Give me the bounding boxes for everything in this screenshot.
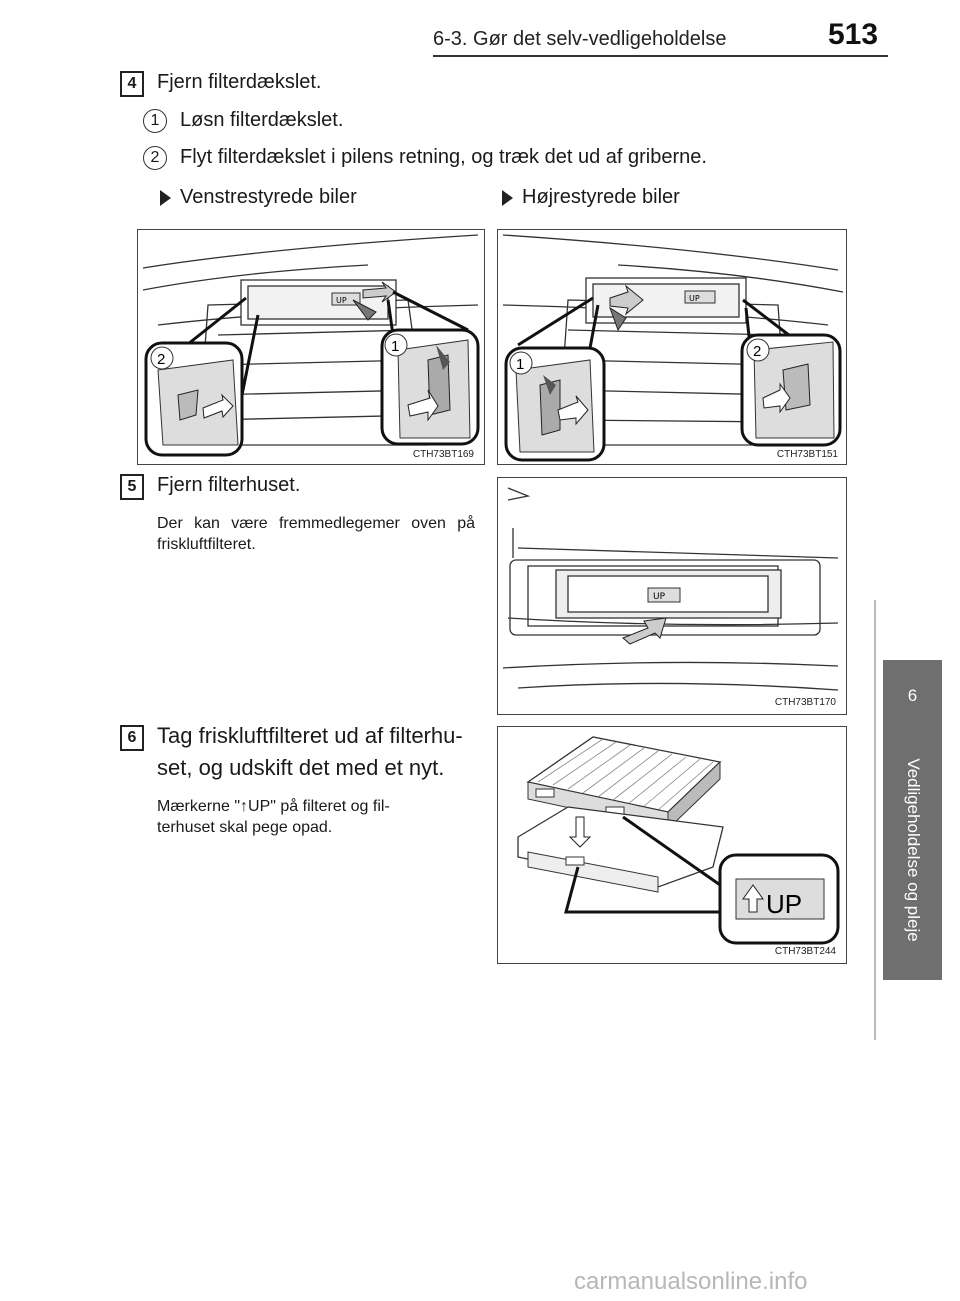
- fresh-air-filter-figure: UP CTH73BT244: [497, 726, 847, 964]
- figure-code: CTH73BT151: [776, 449, 838, 460]
- up-mark-label: UP: [766, 889, 802, 919]
- chapter-tab[interactable]: 6 Vedligeholdelse og pleje: [883, 660, 942, 980]
- bullet-triangle-icon: [502, 190, 513, 206]
- lhd-filter-cover-figure: UP 2 1 CTH73BT169: [137, 229, 485, 465]
- filter-housing-figure: UP CTH73BT170: [497, 477, 847, 715]
- rhd-filter-cover-illustration: UP 1 2: [502, 234, 844, 462]
- substep-1-text: Løsn filterdækslet.: [180, 109, 344, 131]
- step-5-badge: 5: [120, 474, 144, 500]
- step-6-title-line1: Tag friskluftfilteret ud af filterhu-: [157, 723, 463, 748]
- housing-up-label: UP: [653, 592, 666, 602]
- rhd-label: Højrestyrede biler: [522, 186, 680, 208]
- sidetab-edge-line: [874, 600, 876, 1040]
- step-6-badge: 6: [120, 725, 144, 751]
- chapter-number: 6: [907, 686, 918, 705]
- rhd-callout-number: 2: [753, 343, 761, 360]
- step-6-note-line2: terhuset skal pege opad.: [157, 819, 333, 836]
- substep-2-badge: 2: [143, 146, 167, 170]
- lhd-callout-number: 1: [391, 338, 399, 355]
- substep-1-badge: 1: [143, 109, 167, 133]
- step-6-title-line2: set, og udskift det med et nyt.: [157, 755, 445, 780]
- header-rule: [433, 55, 888, 57]
- rhd-up-label: UP: [689, 294, 700, 303]
- section-title: 6-3. Gør det selv-vedligeholdelse: [433, 28, 727, 50]
- figure-code: CTH73BT169: [412, 449, 474, 460]
- lhd-callout-number: 2: [157, 351, 165, 368]
- watermark-text[interactable]: carmanualsonline.info: [574, 1268, 808, 1295]
- rhd-callout-number: 1: [516, 356, 524, 373]
- filter-housing-illustration: UP: [502, 487, 839, 691]
- step-6-note-line1: Mærkerne "↑UP" på filteret og fil-: [157, 798, 390, 815]
- step-4-title: Fjern filterdækslet.: [157, 71, 322, 93]
- figure-code: CTH73BT244: [774, 946, 836, 957]
- rhd-filter-cover-figure: UP 1 2 CTH73BT151: [497, 229, 847, 465]
- page-number: 513: [828, 18, 879, 51]
- fresh-air-filter-illustration: UP: [517, 736, 840, 945]
- lhd-up-label: UP: [336, 296, 347, 305]
- step-5-note: Der kan være fremmedlegemer oven på fris…: [157, 515, 475, 553]
- figure-code: CTH73BT170: [774, 697, 836, 708]
- lhd-label: Venstrestyrede biler: [180, 186, 357, 208]
- step-4-badge: 4: [120, 71, 144, 97]
- lhd-filter-cover-illustration: UP 2 1: [142, 234, 480, 457]
- chapter-label: Vedligeholdelse og pleje: [903, 758, 923, 942]
- substep-2-text: Flyt filterdækslet i pilens retning, og …: [180, 146, 707, 168]
- step-5-title: Fjern filterhuset.: [157, 474, 301, 496]
- bullet-triangle-icon: [160, 190, 171, 206]
